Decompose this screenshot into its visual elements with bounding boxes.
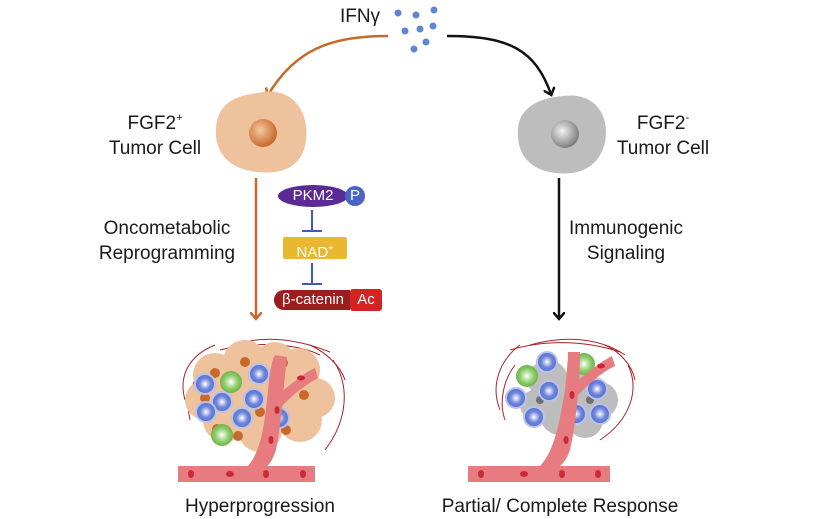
ifn-dot: [416, 25, 424, 33]
ifn-gamma-molecules: [394, 6, 438, 53]
acetyl-box: [350, 289, 382, 311]
blood-vessel: [468, 352, 615, 482]
ifn-dot: [429, 22, 437, 30]
acetyl-label: Ac: [357, 291, 375, 308]
hyperprogression-tumor: [178, 338, 346, 482]
ifn-dot: [394, 9, 402, 17]
pkm2-pill: [278, 185, 348, 207]
fgf2-negative-nucleus: [551, 120, 579, 148]
oncometabolic-line2: Reprogramming: [98, 243, 236, 264]
bcatenin-pill: [274, 290, 350, 310]
ifn-dot: [401, 27, 409, 35]
fgf2-negative-name: FGF2: [636, 113, 686, 134]
bcatenin-label: β-catenin: [282, 291, 344, 308]
blood-vessel: [178, 355, 318, 482]
immunogenic-line1: Immunogenic: [568, 218, 684, 239]
oncometabolic-label: Oncometabolic Reprogramming: [84, 216, 250, 266]
fgf2-positive-name: FGF2: [127, 113, 177, 134]
immunogenic-label: Immunogenic Signaling: [566, 216, 686, 266]
t-cells: [505, 351, 611, 428]
ifn-dot: [412, 11, 420, 19]
fgf2-negative-line2: Tumor Cell: [616, 138, 710, 159]
fgf2-positive-nucleus: [249, 119, 277, 147]
nad-sup: +: [328, 243, 334, 253]
ifn-dot: [410, 45, 418, 53]
fgf2-positive-line2: Tumor Cell: [108, 138, 202, 159]
fibers: [495, 338, 636, 441]
phosphate-circle: [345, 186, 365, 206]
nad-text: NAD: [296, 244, 329, 261]
ifn-gamma-label: IFNγ: [339, 6, 381, 27]
response-label: Partial/ Complete Response: [441, 496, 679, 517]
fgf2-negative-label: FGF2- Tumor Cell: [598, 106, 728, 161]
phosphate-label: P: [349, 187, 360, 204]
dendritic-cells: [211, 371, 242, 446]
fgf2-negative-sup: -: [685, 112, 690, 124]
arrow-to-fgf2-positive: [268, 34, 389, 95]
hyperprogression-label: Hyperprogression: [185, 496, 335, 517]
oncometabolic-line1: Oncometabolic: [103, 218, 231, 239]
response-tumor: [468, 338, 636, 482]
ifn-dot: [430, 6, 438, 14]
inhibit-nad-bcatenin: [302, 263, 322, 285]
fgf2-positive-sup: +: [176, 112, 183, 124]
nad-box: [283, 237, 347, 259]
immunogenic-line2: Signaling: [586, 243, 666, 264]
pkm2-label: PKM2: [292, 187, 334, 204]
arrow-to-fgf2-negative: [446, 34, 551, 94]
ifn-dot: [422, 38, 430, 46]
fgf2-positive-label: FGF2+ Tumor Cell: [90, 106, 220, 161]
inhibit-pkm2-nad: [302, 210, 322, 232]
nad-label: NAD+: [283, 238, 347, 263]
